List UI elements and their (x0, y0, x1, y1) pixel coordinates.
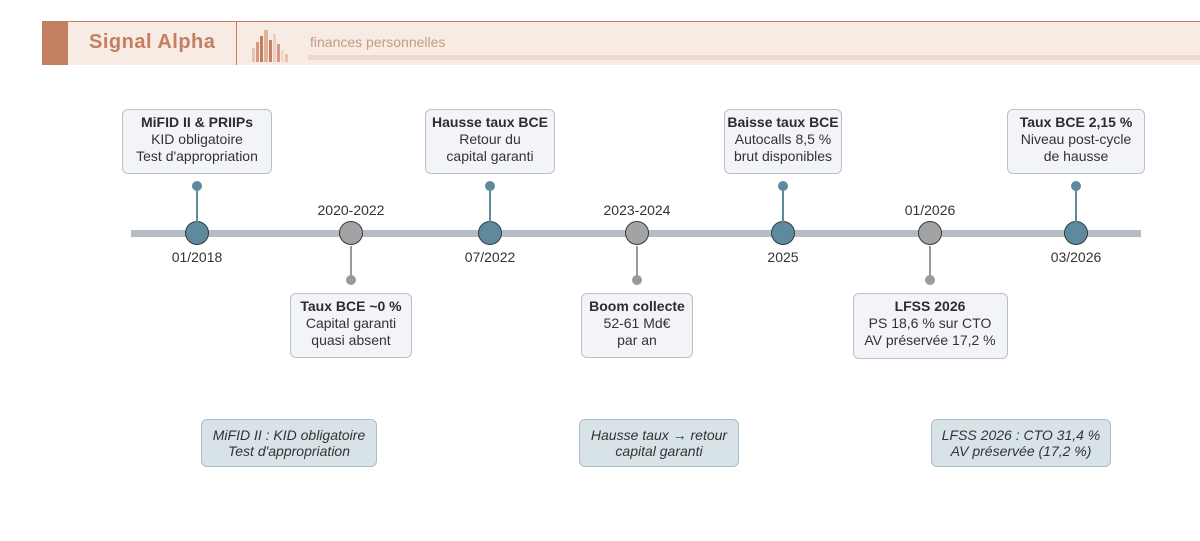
timeline-node[interactable] (339, 221, 363, 245)
header-divider (236, 22, 237, 65)
timeline-node[interactable] (918, 221, 942, 245)
event-card-line: de hausse (1043, 148, 1109, 164)
event-card-line: Autocalls 8,5 % (734, 131, 832, 147)
event-card-title: LFSS 2026 (894, 298, 966, 314)
event-card-line: quasi absent (311, 332, 391, 348)
event-card-line: PS 18,6 % sur CTO (868, 315, 992, 331)
event-card-line: Niveau post-cycle (1020, 131, 1132, 147)
timeline-date: 2023-2024 (603, 202, 671, 218)
event-card-line: Capital garanti (305, 315, 397, 331)
summary-note-line: Test d'appropriation (227, 443, 350, 459)
event-card-line: Retour du (459, 131, 521, 147)
timeline-date: 2025 (767, 249, 799, 265)
summary-note-line: AV préservée (17,2 %) (950, 443, 1092, 459)
event-card-line: AV préservée 17,2 % (864, 332, 996, 348)
timeline-node[interactable] (478, 221, 502, 245)
summary-note-line: LFSS 2026 : CTO 31,4 % (941, 427, 1101, 443)
connector-dot (925, 275, 935, 285)
summary-note: LFSS 2026 : CTO 31,4 %AV préservée (17,2… (931, 419, 1111, 467)
event-card-title: Taux BCE ~0 % (300, 298, 402, 314)
event-card-line: KID obligatoire (151, 131, 243, 147)
timeline-node[interactable] (1064, 221, 1088, 245)
summary-note-line: capital garanti (615, 443, 703, 459)
event-card-title: MiFID II & PRIIPs (140, 114, 253, 130)
timeline-date: 01/2026 (904, 202, 956, 218)
connector-dot (485, 181, 495, 191)
summary-note-line: MiFID II : KID obligatoire (212, 427, 366, 443)
header-bar: Signal Alpha finances personnelles (42, 21, 1200, 65)
event-card-line: 52-61 Md€ (603, 315, 671, 331)
timeline-connector (1075, 186, 1077, 222)
event-card-title: Baisse taux BCE (727, 114, 839, 130)
event-card-line: capital garanti (446, 148, 534, 164)
timeline-connector (489, 186, 491, 222)
header-accent (42, 22, 68, 65)
event-card-title: Boom collecte (589, 298, 685, 314)
event-card-title: Taux BCE 2,15 % (1019, 114, 1133, 130)
connector-dot (632, 275, 642, 285)
timeline-node[interactable] (185, 221, 209, 245)
timeline-connector (636, 246, 638, 280)
timeline-node[interactable] (625, 221, 649, 245)
connector-dot (192, 181, 202, 191)
connector-dot (1071, 181, 1081, 191)
summary-note-line: Hausse taux → retour (590, 427, 728, 443)
timeline-connector (350, 246, 352, 280)
bar-chart-icon (252, 30, 288, 62)
timeline-date: 03/2026 (1050, 249, 1102, 265)
connector-dot (778, 181, 788, 191)
event-card-line: Test d'appropriation (136, 148, 258, 164)
timeline-connector (196, 186, 198, 222)
event-card-line: brut disponibles (733, 148, 833, 164)
subtitle-underline (308, 55, 1200, 60)
timeline-date: 2020-2022 (317, 202, 385, 218)
connector-dot (346, 275, 356, 285)
event-card-line: par an (617, 332, 657, 348)
timeline-node[interactable] (771, 221, 795, 245)
header-subtitle: finances personnelles (310, 34, 446, 50)
brand-name[interactable]: Signal Alpha (89, 31, 216, 53)
timeline-connector (782, 186, 784, 222)
timeline-connector (929, 246, 931, 280)
timeline-date: 07/2022 (464, 249, 516, 265)
timeline-date: 01/2018 (171, 249, 223, 265)
event-card-title: Hausse taux BCE (432, 114, 548, 130)
